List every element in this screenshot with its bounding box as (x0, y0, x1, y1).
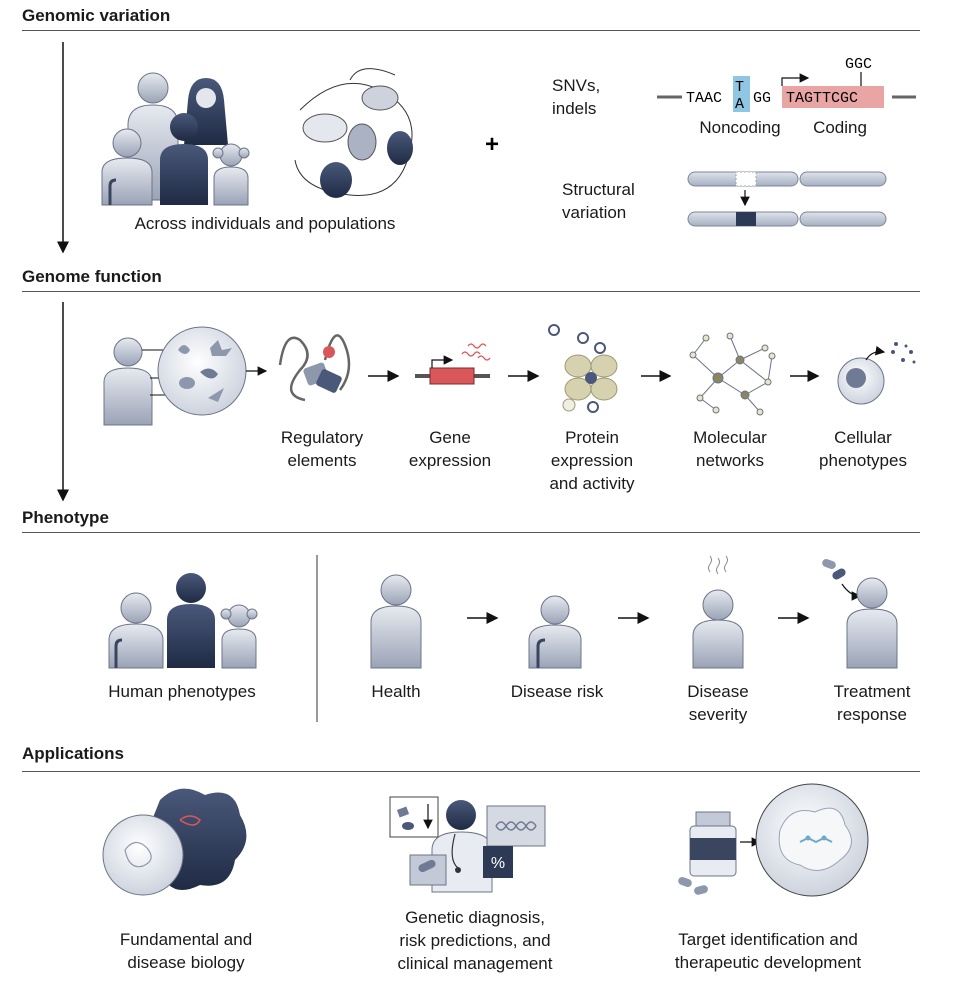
gene-expression-icon (415, 343, 491, 385)
section-rule (22, 291, 920, 292)
snv-sequence-diagram: TAAC T A GG TAGTTCGC GGC (657, 56, 916, 113)
structural-variation-label: Structural variation (562, 180, 635, 222)
disease-risk-person-icon (528, 595, 582, 669)
section-rule (22, 771, 920, 772)
seq-coding: TAGTTCGC (786, 90, 858, 107)
seq-allele-bottom: A (735, 96, 744, 113)
snv-label: SNVs, indels (552, 76, 601, 118)
populations-label: Across individuals and populations (134, 214, 396, 233)
coding-label: Coding (813, 118, 867, 137)
tissue-sampling-illustration (103, 326, 268, 426)
phenotype-step-health: Health (371, 682, 421, 701)
cellular-phenotype-icon (837, 342, 916, 405)
protein-icon (548, 324, 618, 413)
molecular-network-icon (689, 332, 776, 416)
seq-alt-codon: GGC (845, 56, 872, 73)
regulatory-elements-icon (278, 334, 351, 402)
section-rule (22, 30, 920, 31)
phenotype-step-disease-risk: Disease risk (510, 682, 604, 701)
therapeutic-development-icon (678, 783, 869, 897)
health-person-icon (370, 574, 422, 669)
populations-illustration (101, 72, 250, 206)
snv-highlight-box (733, 76, 750, 112)
seq-mid: GG (753, 90, 771, 107)
fundamental-biology-icon (102, 788, 247, 896)
coding-region-box (782, 86, 884, 108)
plus-sign: + (485, 131, 499, 158)
section-title-applications: Applications (22, 744, 125, 763)
section-rule (22, 532, 920, 533)
section-title-genomic-variation: Genomic variation (22, 6, 171, 25)
structural-variation-diagram (687, 171, 887, 227)
section-title-phenotype: Phenotype (22, 508, 109, 527)
human-phenotypes-illustration (108, 573, 258, 669)
seq-allele-top: T (735, 79, 744, 96)
clinical-management-icon: % (389, 796, 546, 893)
percent-symbol: % (491, 855, 505, 872)
seq-left: TAAC (686, 90, 722, 107)
noncoding-label: Noncoding (699, 118, 781, 137)
section-title-genome-function: Genome function (22, 267, 162, 286)
disease-severity-person-icon (692, 555, 744, 669)
mice-illustration (294, 68, 413, 198)
human-phenotypes-label: Human phenotypes (108, 682, 256, 701)
treatment-response-person-icon (822, 558, 898, 669)
